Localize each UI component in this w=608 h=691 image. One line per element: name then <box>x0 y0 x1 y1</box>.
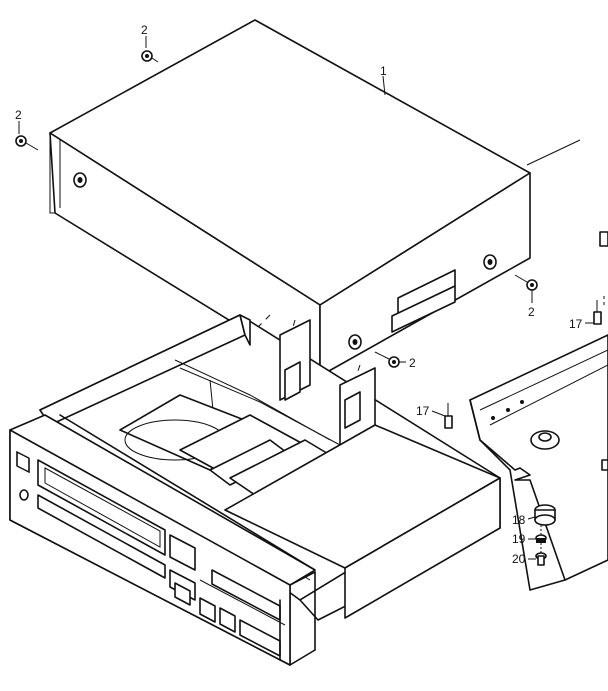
screw-icon <box>15 36 602 429</box>
callout-screw-center: 2 <box>409 356 416 370</box>
callout-foot-18: 18 <box>512 513 526 527</box>
callout-screw-top: 2 <box>141 23 148 37</box>
callout-screw-left: 2 <box>15 108 22 122</box>
callout-screw-17-right: 17 <box>569 317 583 331</box>
callout-screw-17-mid: 17 <box>416 404 430 418</box>
front-panel <box>9 414 316 666</box>
callout-screw-right: 2 <box>528 305 535 319</box>
top-cover <box>49 19 531 377</box>
chassis <box>39 314 501 621</box>
callout-washer-19: 19 <box>512 532 526 546</box>
callout-cover: 1 <box>380 64 387 78</box>
foot-icon <box>527 504 556 566</box>
base-plate <box>469 231 608 591</box>
callout-screw-20: 20 <box>512 552 526 566</box>
